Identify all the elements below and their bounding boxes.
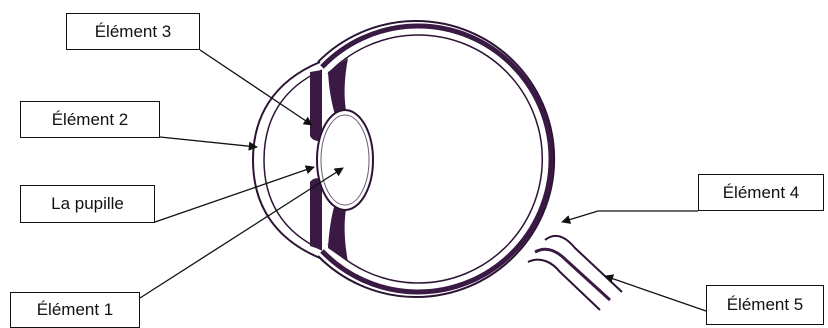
label-element-3: Élément 3 bbox=[66, 13, 200, 50]
optic-nerve-sheath bbox=[535, 249, 610, 300]
arrows bbox=[140, 50, 706, 311]
arrow-pupille bbox=[155, 167, 314, 222]
arrow-element4 bbox=[562, 211, 698, 222]
label-element-1: Élément 1 bbox=[10, 292, 140, 328]
arrow-element5 bbox=[605, 276, 706, 311]
label-element-2: Élément 2 bbox=[20, 101, 160, 138]
optic-nerve-upper bbox=[545, 236, 622, 292]
lens bbox=[317, 110, 373, 210]
iris-lower bbox=[310, 178, 322, 250]
iris-upper bbox=[310, 70, 322, 141]
label-element-5: Élément 5 bbox=[706, 285, 824, 325]
cornea-outer bbox=[253, 62, 320, 258]
optic-nerve bbox=[528, 236, 622, 310]
arrow-element2 bbox=[160, 137, 257, 147]
optic-nerve-lower bbox=[528, 260, 600, 310]
label-la-pupille: La pupille bbox=[20, 185, 155, 223]
label-element-4: Élément 4 bbox=[698, 174, 824, 211]
